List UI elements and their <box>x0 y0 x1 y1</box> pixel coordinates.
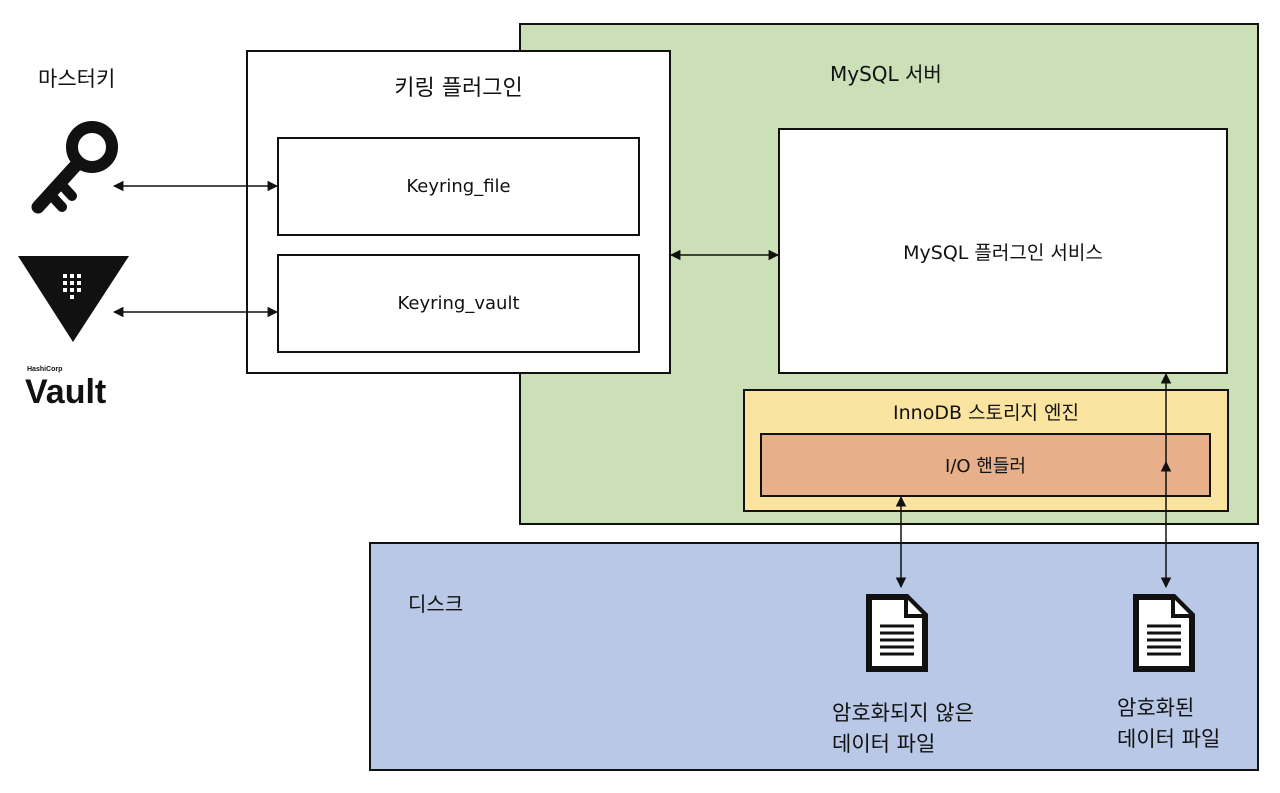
mysql-plugin-service-box: MySQL 플러그인 서비스 <box>778 128 1228 374</box>
unencrypted-file-label-line1: 암호화되지 않은 <box>832 701 974 725</box>
vault-name-text: Vault <box>25 373 106 411</box>
encrypted-file-label-line1: 암호화된 <box>1117 696 1195 720</box>
vault-triangle-logo <box>18 256 129 342</box>
keyring-plugin-title: 키링 플러그인 <box>394 76 523 101</box>
master-key-label: 마스터키 <box>38 67 116 91</box>
document-icon <box>866 594 928 672</box>
disk-title: 디스크 <box>408 592 464 616</box>
disk-box <box>369 542 1259 771</box>
key-icon <box>31 121 118 214</box>
encrypted-file-label-line2: 데이터 파일 <box>1117 727 1221 751</box>
mysql-server-title: MySQL 서버 <box>830 62 942 86</box>
innodb-title: InnoDB 스토리지 엔진 <box>893 402 1079 424</box>
keyring-vault-box: Keyring_vault <box>277 254 640 353</box>
io-handler-box: I/O 핸들러 <box>760 433 1211 497</box>
document-icon <box>1133 594 1195 672</box>
vault-brand-text: HashiCorp <box>27 366 62 373</box>
unencrypted-file-label-line2: 데이터 파일 <box>832 732 936 756</box>
